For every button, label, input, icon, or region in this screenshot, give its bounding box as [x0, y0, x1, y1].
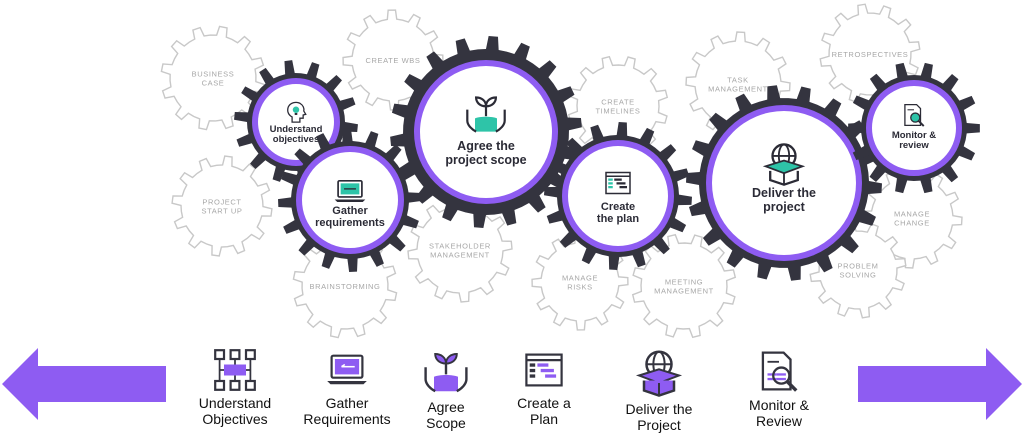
step-create-plan: Create a Plan	[489, 348, 599, 427]
step-label: Understand Objectives	[198, 395, 272, 427]
gear-label: Agree the	[457, 139, 515, 153]
gear-outline-label: CREATE WBS	[365, 56, 420, 65]
gear-outline-label: MANAGE	[894, 210, 930, 219]
gear-label: Understand	[270, 124, 323, 135]
gear-outline-label: MANAGEMENT	[708, 85, 768, 94]
step-agree-scope: Agree Scope	[391, 348, 501, 431]
network-nodes-icon	[214, 349, 256, 391]
gear-outline-label: PROBLEM	[838, 262, 879, 271]
gear-outline-label: TIMELINES	[596, 107, 641, 116]
gear-outline-label: SOLVING	[840, 271, 877, 280]
gear-center	[420, 66, 552, 198]
document-magnifier-icon	[761, 350, 799, 393]
laptop-icon	[325, 354, 369, 386]
gear-label: project scope	[445, 153, 526, 167]
gear-outline-label: MANAGE	[562, 274, 598, 283]
gear-outline-label: PROJECT	[202, 198, 241, 207]
plan-window-icon	[525, 353, 563, 387]
gear-label: Gather	[332, 205, 368, 217]
gear-outline-label: MANAGEMENT	[654, 287, 714, 296]
step-monitor-review: Monitor & Review	[724, 348, 834, 429]
gear-center	[568, 146, 668, 246]
gear-outline-shape	[631, 233, 737, 339]
gear-label: the plan	[597, 213, 639, 225]
step-understand-objectives: Understand Objectives	[180, 348, 290, 427]
gear-outline-label: TASK	[727, 76, 748, 85]
plant-hands-icon	[424, 352, 468, 393]
gear-outline-label: START UP	[201, 207, 242, 216]
gear-label: review	[899, 140, 929, 151]
gear-label: requirements	[315, 217, 385, 229]
gear-monitor: Monitor &review	[848, 62, 980, 194]
step-label: Monitor & Review	[749, 397, 809, 429]
gear-outline-label: BUSINESS	[192, 70, 235, 79]
gear-outline-label: MEETING	[665, 278, 703, 287]
step-deliver-project: Deliver the Project	[604, 348, 714, 433]
gear-label: objectives	[273, 134, 319, 145]
step-label: Agree Scope	[426, 399, 466, 431]
gear-outline-label: BRAINSTORMING	[309, 282, 380, 291]
gear-label: project	[763, 200, 806, 214]
gear-label: Deliver the	[752, 186, 816, 200]
step-label: Create a Plan	[517, 395, 571, 427]
gear-outline-label: STAKEHOLDER	[429, 242, 491, 251]
globe-box-icon	[637, 350, 681, 397]
gear-outline-label: CHANGE	[894, 219, 930, 228]
step-label: Gather Requirements	[303, 395, 391, 427]
gear-outline-shape	[171, 155, 273, 257]
gear-outline-label: RETROSPECTIVES	[832, 50, 909, 59]
gear-label: Monitor &	[892, 130, 936, 141]
right-arrow-icon	[858, 348, 1022, 425]
gear-outline-label: CASE	[202, 79, 225, 88]
step-label: Deliver the Project	[625, 401, 693, 433]
gear-outline-label: RISKS	[567, 283, 593, 292]
gear-outline-label: MANAGEMENT	[430, 251, 490, 260]
gear-label: Create	[601, 201, 635, 213]
step-gather-requirements: Gather Requirements	[292, 348, 402, 427]
gear-outline-label: CREATE	[601, 98, 634, 107]
gear-center	[872, 86, 956, 170]
left-arrow-icon	[2, 348, 166, 425]
